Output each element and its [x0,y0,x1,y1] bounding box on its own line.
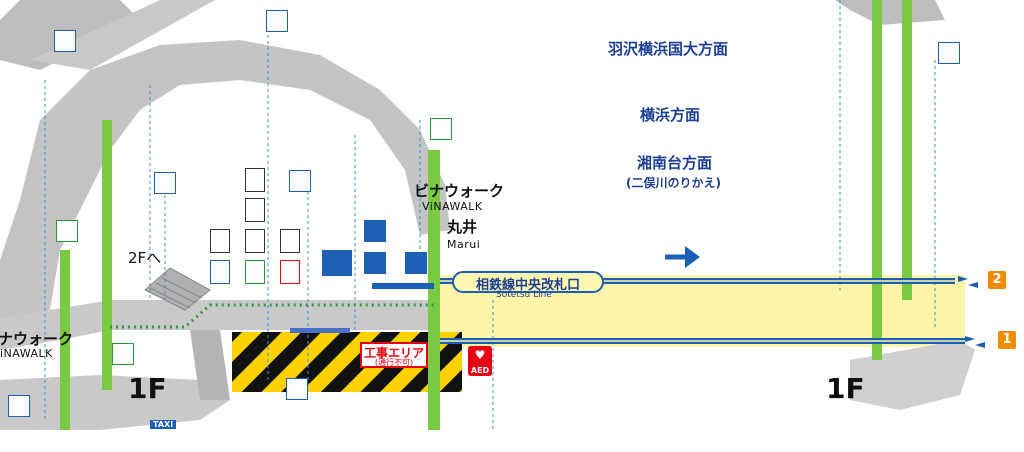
vinawalk-label-left-en: iNAWALK [0,347,53,360]
aed-icon: ♥ AED [468,346,492,376]
right-upper-structure [835,0,945,25]
elevator-shaft [102,120,112,390]
ticket-machine-icon [322,250,352,276]
escalator-icon [286,378,308,400]
elevator-shaft [872,0,882,360]
walking-route [110,303,438,329]
central-ticket-gate-label: 相鉄線中央改札口 [452,271,604,293]
gate-machine-strip [290,328,350,333]
floor-label-right: 1F [826,372,865,405]
track-1-arrows-icon [965,336,985,348]
construction-area-title: 工事エリア [363,346,424,360]
toilet-men-icon [210,260,230,284]
track-2-number: 2 [988,271,1006,289]
arrow-right-icon [665,246,700,268]
aed-heart-icon: ♥ [474,348,486,362]
baby-seat-icon [210,229,230,253]
elevator-icon [56,220,78,242]
vinawalk-label: ビナウォーク [414,182,505,200]
ostomate-icon [245,229,265,253]
escalator-icon [289,170,311,192]
nursing-room-icon [245,198,265,222]
vinawalk-label-en: ViNAWALK [422,200,483,213]
upper-walkway [30,0,215,70]
walkway-to-platforms [438,275,965,347]
floor-label-left: 1F [128,372,167,405]
vinawalk-label-left: ナウォーク [0,330,74,348]
ticket-machine-icon [364,252,386,274]
central-ticket-gate-name-en: Sotetsu Line [496,290,552,300]
destination-yokohama: 横浜方面 [640,106,701,124]
stairs-lower [190,330,230,400]
baby-seat-icon [280,229,300,253]
escalator-icon [54,30,76,52]
curved-walkway [0,40,450,320]
station-staff-icon [364,220,386,242]
construction-area-note: (通行不可) [374,358,414,367]
construction-area-label: 工事エリア (通行不可) [360,342,428,368]
station-staff-icon [405,252,427,274]
toilet-women-icon [280,260,300,284]
elevator-icon [430,118,452,140]
guide-lines [44,0,936,430]
destination-shonandai-note: (二俣川のりかえ) [626,176,721,190]
aed-label: AED [470,366,490,375]
marui-label-en: Marui [447,238,481,251]
to-2f-label: 2Fへ [128,249,162,267]
escalator-icon [266,10,288,32]
track-2-arrows-icon [958,276,978,288]
elevator-shaft [60,250,70,430]
stairs-2f [144,267,211,311]
ticket-gate-machines [372,283,434,289]
elevator-icon [112,343,134,365]
central-ticket-gate-name: 相鉄線中央改札口 [475,278,580,293]
escalator-icon [8,395,30,417]
track-1-number: 1 [998,331,1016,349]
wheelchair-icon [245,260,265,284]
right-floor [850,340,975,410]
elevator-shaft [902,0,912,300]
elevator-shaft [428,150,440,430]
destination-shonandai: 湘南台方面 [637,154,713,172]
baby-room-icon [245,168,265,192]
escalator-icon [154,172,176,194]
escalator-icon [938,42,960,64]
taxi-sign: TAXI [150,420,177,429]
lower-floor [0,375,230,430]
destination-haneda-yokohama: 羽沢横浜国大方面 [608,40,729,58]
marui-label: 丸井 [447,218,478,236]
